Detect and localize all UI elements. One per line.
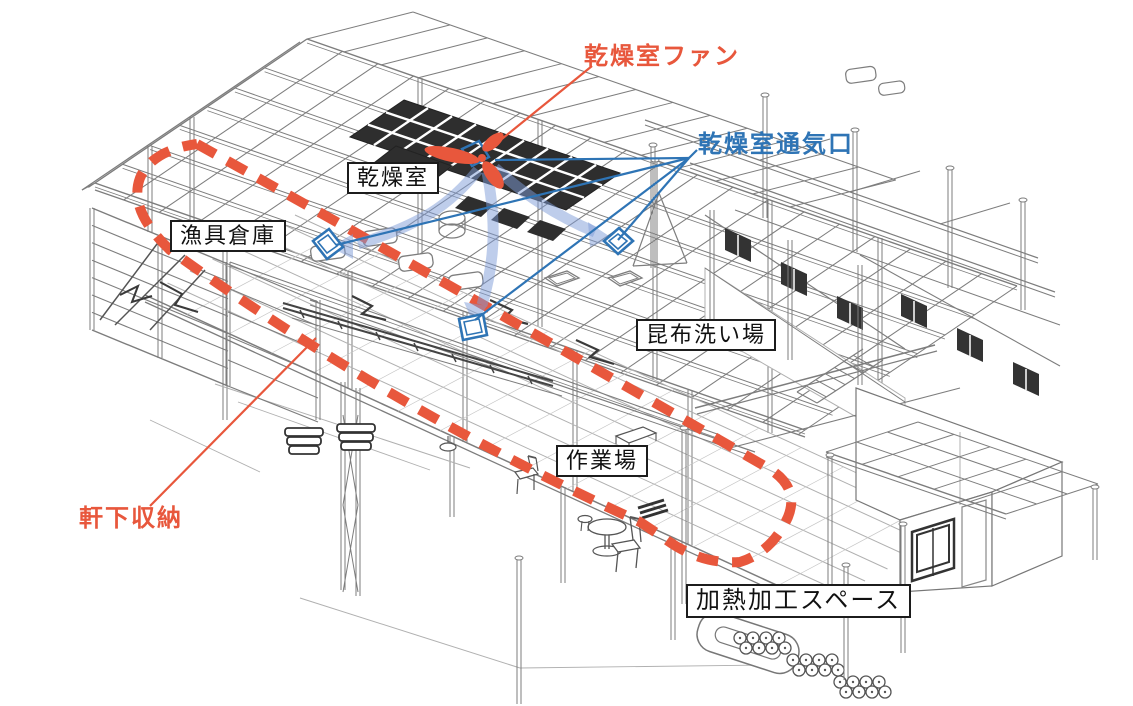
label-kelp-washing-area: 昆布洗い場 [636,319,777,351]
label-heating-processing-space: 加熱加工スペース [686,584,912,618]
under-eaves-storage-outline [132,139,797,568]
label-work-area: 作業場 [556,445,649,477]
label-drying-room: 乾燥室 [347,162,440,194]
annotation-under-eaves-storage: 軒下収納 [79,505,183,532]
annotation-drying-room-fan: 乾燥室ファン [584,43,740,70]
annotation-drying-room-vents: 乾燥室通気口 [698,131,854,158]
label-fishing-gear-storage: 漁具倉庫 [170,220,287,252]
